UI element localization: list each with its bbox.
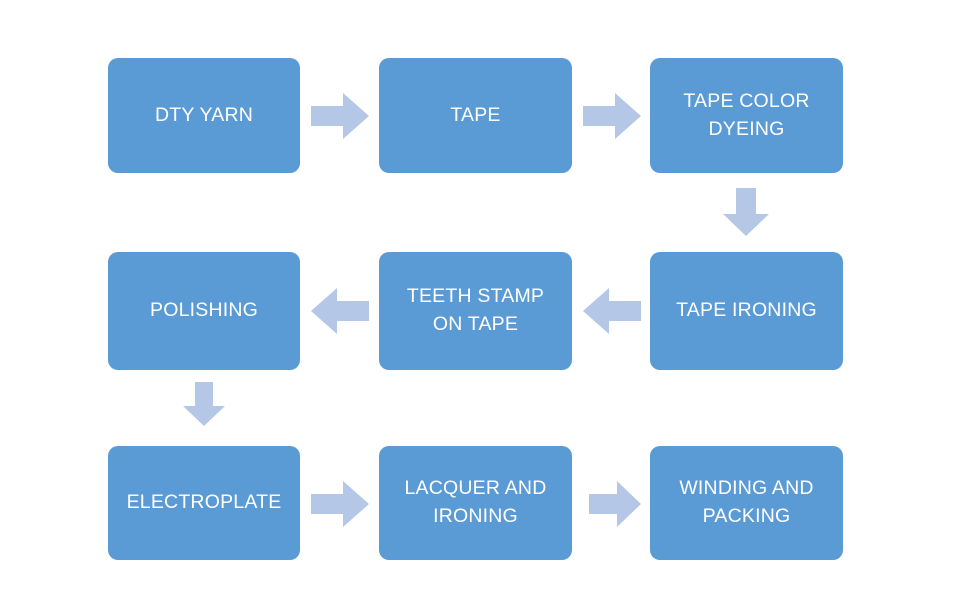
process-node-electroplate[interactable]: ELECTROPLATE [108, 446, 300, 560]
process-node-label: DTY YARN [154, 103, 254, 126]
process-node-label: WINDING AND PACKING [679, 477, 814, 527]
process-node-label: TAPE COLOR DYEING [683, 89, 810, 140]
process-node-lacquer-and-ironing[interactable]: LACQUER AND IRONING [379, 446, 572, 560]
process-node-tape-color-dyeing[interactable]: TAPE COLOR DYEING [650, 58, 843, 173]
process-node-label: ELECTROPLATE [126, 491, 282, 514]
arrow-tape-to-tape-color-dyeing [583, 93, 641, 139]
arrow-dty-yarn-to-tape [311, 93, 369, 139]
process-node-label: TAPE [450, 103, 501, 126]
arrow-electroplate-to-lacquer-and-ironing [311, 481, 369, 527]
process-node-teeth-stamp-on-tape[interactable]: TEETH STAMP ON TAPE [379, 252, 572, 370]
process-node-dty-yarn[interactable]: DTY YARN [108, 58, 300, 173]
arrow-tape-ironing-to-teeth-stamp [583, 288, 641, 334]
process-node-winding-and-packing[interactable]: WINDING AND PACKING [650, 446, 843, 560]
process-node-label: POLISHING [150, 299, 258, 322]
arrow-tape-color-dyeing-to-tape-ironing [723, 188, 769, 236]
process-node-tape-ironing[interactable]: TAPE IRONING [650, 252, 843, 370]
arrow-polishing-to-electroplate [183, 382, 225, 426]
process-node-polishing[interactable]: POLISHING [108, 252, 300, 370]
process-node-tape[interactable]: TAPE [379, 58, 572, 173]
process-node-label: LACQUER AND IRONING [404, 477, 547, 527]
arrow-teeth-stamp-to-polishing [311, 288, 369, 334]
arrow-lacquer-and-ironing-to-winding-and-packing [589, 481, 641, 527]
process-node-label: TEETH STAMP ON TAPE [406, 285, 545, 335]
process-node-label: TAPE IRONING [676, 299, 817, 322]
